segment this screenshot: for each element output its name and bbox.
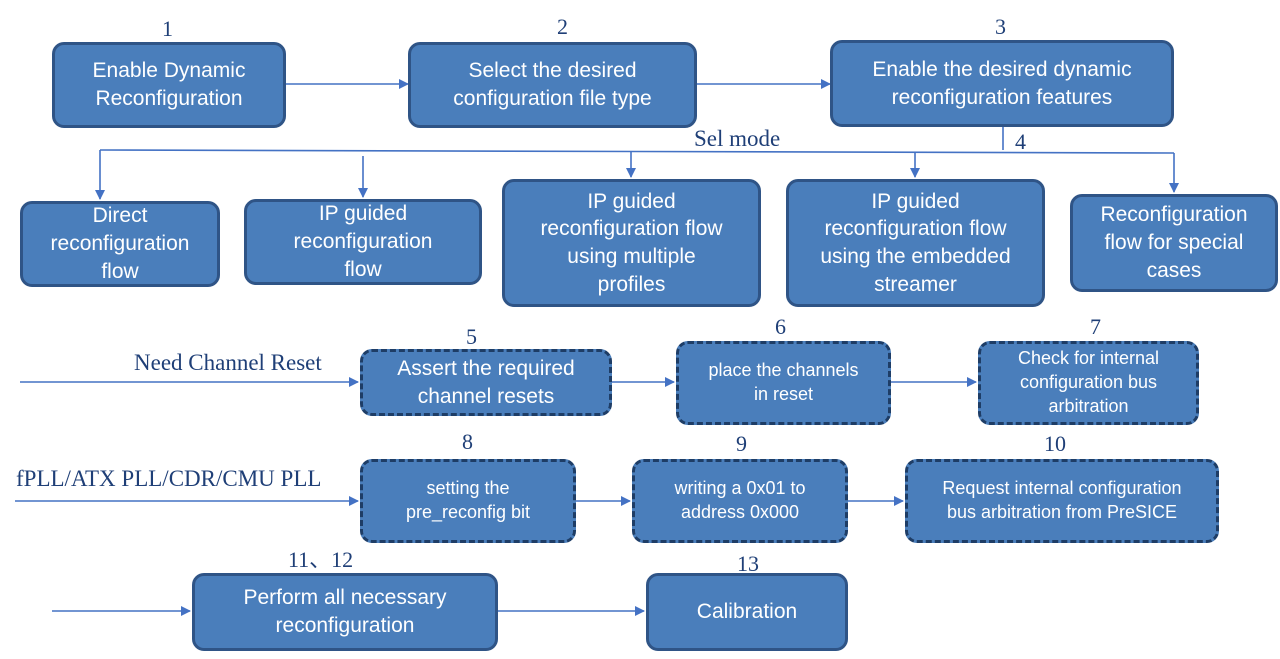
flow-special-cases-text: Reconfiguration flow for special cases (1100, 203, 1248, 282)
step-9-box: writing a 0x01 to address 0x000 (632, 459, 848, 543)
step-number-10: 10 (1044, 431, 1066, 456)
flow-direct-box: Direct reconfiguration flow (20, 201, 220, 287)
step-13-box: Calibration (646, 573, 848, 651)
step-2-box: Select the desired configuration file ty… (408, 42, 697, 128)
step-number-6: 6 (775, 314, 786, 339)
step-5-box: Assert the required channel resets (360, 349, 612, 416)
step-number-8: 8 (462, 429, 473, 454)
step-13-text: Calibration (696, 600, 798, 624)
step-1-text: Enable Dynamic Reconfiguration (92, 59, 246, 110)
pll-input-label: fPLL/ATX PLL/CDR/CMU PLL (16, 466, 322, 491)
step-number-13: 13 (737, 551, 759, 576)
step-number-5: 5 (466, 324, 477, 349)
branch-bus (99, 149, 1175, 154)
step-7-text: Check for internal configuration bus arb… (1017, 348, 1160, 416)
step-10-text: Request internal configuration bus arbit… (942, 478, 1182, 522)
step-8-text: setting the pre_reconfig bit (405, 478, 531, 522)
step-9-text: writing a 0x01 to address 0x000 (674, 478, 806, 522)
flow-special-cases-box: Reconfiguration flow for special cases (1070, 194, 1278, 292)
step-6-text: place the channels in reset (708, 360, 859, 404)
step-8-box: setting the pre_reconfig bit (360, 459, 576, 543)
flow-ip-guided-box: IP guided reconfiguration flow (244, 199, 482, 285)
sel-mode-label: Sel mode (694, 126, 781, 151)
step-number-4: 4 (1015, 129, 1026, 154)
step-number-11-12: 11、12 (288, 547, 354, 572)
flow-multiple-profiles-text: IP guided reconfiguration flow using mul… (540, 189, 723, 296)
need-channel-reset-label: Need Channel Reset (134, 350, 322, 375)
step-1-box: Enable Dynamic Reconfiguration (52, 42, 286, 128)
flow-multiple-profiles-box: IP guided reconfiguration flow using mul… (502, 179, 761, 307)
flow-direct-text: Direct reconfiguration flow (50, 204, 190, 283)
step-6-box: place the channels in reset (676, 341, 891, 425)
step-5-text: Assert the required channel resets (397, 356, 575, 408)
step-11-12-box: Perform all necessary reconfiguration (192, 573, 498, 651)
step-11-12-text: Perform all necessary reconfiguration (243, 586, 447, 637)
step-number-9: 9 (736, 431, 747, 456)
step-number-1: 1 (162, 16, 173, 41)
step-number-7: 7 (1090, 314, 1101, 339)
step-2-text: Select the desired configuration file ty… (453, 59, 652, 110)
flow-ip-guided-text: IP guided reconfiguration flow (293, 202, 433, 281)
step-7-box: Check for internal configuration bus arb… (978, 341, 1199, 425)
flow-embedded-streamer-text: IP guided reconfiguration flow using the… (820, 189, 1011, 296)
step-10-box: Request internal configuration bus arbit… (905, 459, 1219, 543)
step-number-3: 3 (995, 14, 1006, 39)
step-3-box: Enable the desired dynamic reconfigurati… (830, 40, 1174, 127)
step-number-2: 2 (557, 14, 568, 39)
step-3-text: Enable the desired dynamic reconfigurati… (872, 57, 1132, 109)
flow-embedded-streamer-box: IP guided reconfiguration flow using the… (786, 179, 1045, 307)
